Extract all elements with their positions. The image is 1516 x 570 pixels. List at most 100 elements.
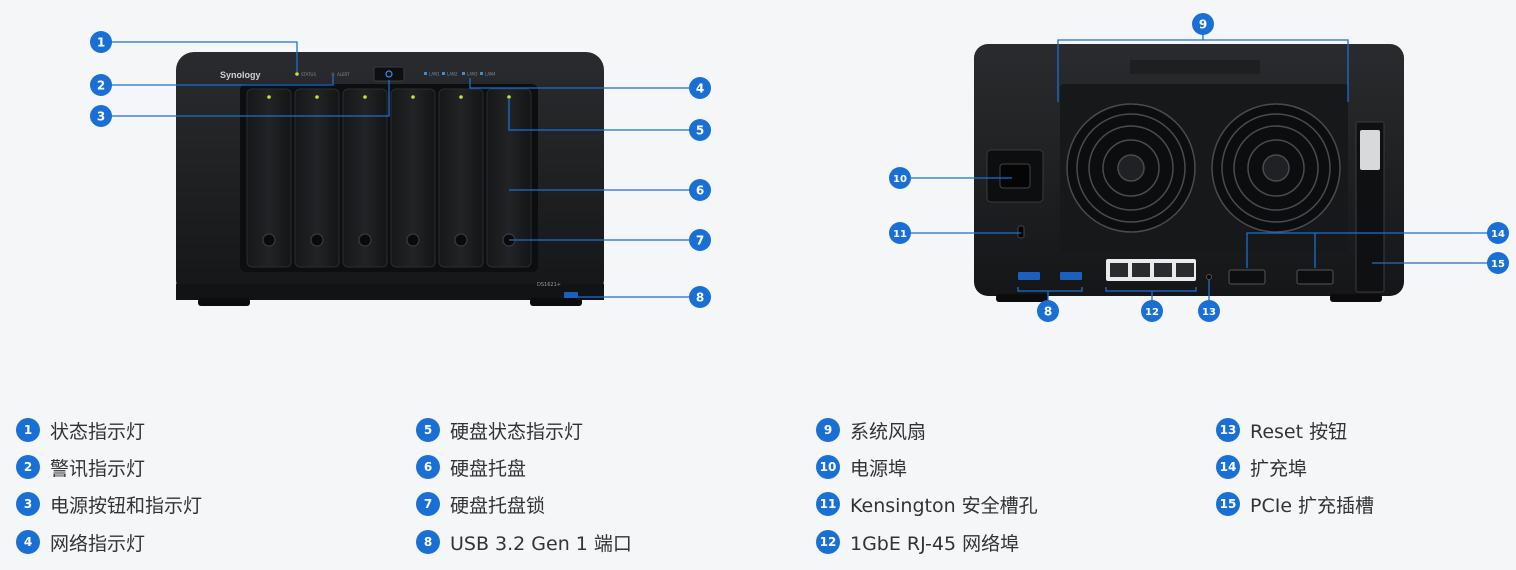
legend-item: 3 电源按钮和指示灯: [16, 491, 202, 517]
expansion-port-1: [1228, 269, 1266, 285]
legend-label: Kensington 安全槽孔: [850, 494, 1038, 517]
legend-item: 1 状态指示灯: [16, 417, 145, 443]
callout-14: 14: [1487, 222, 1509, 244]
legend-badge: 10: [816, 455, 840, 479]
callout-12: 12: [1141, 300, 1163, 322]
callout-7: 7: [689, 229, 711, 251]
nas-diagram: Synology STATUS ALERT LAN1 LAN2 LAN3 LAN…: [90, 13, 1509, 322]
legend-badge: 9: [816, 418, 840, 442]
svg-text:15: 15: [1491, 259, 1505, 270]
callout-8-rear: 8: [1037, 300, 1059, 322]
expansion-port-2: [1296, 269, 1334, 285]
callout-2: 2: [90, 74, 112, 96]
rear-usb-port-2: [1060, 272, 1082, 280]
front-view: Synology STATUS ALERT LAN1 LAN2 LAN3 LAN…: [176, 52, 604, 306]
legend-label: 警讯指示灯: [50, 457, 146, 480]
legend-label: PCIe 扩充插槽: [1250, 494, 1375, 517]
lan-ports: [1106, 259, 1196, 281]
legend-label: 硬盘状态指示灯: [450, 420, 584, 443]
legend-badge: 13: [1216, 418, 1240, 442]
lan4-label: LAN4: [485, 72, 496, 77]
callout-13: 13: [1198, 300, 1220, 322]
brand-logo: Synology: [220, 70, 261, 80]
callout-1: 1: [90, 31, 112, 53]
drive-trays: [246, 88, 532, 268]
legend-label: 系统风扇: [850, 420, 927, 443]
svg-text:14: 14: [1491, 229, 1505, 240]
legend-label: 硬盘托盘: [450, 457, 527, 480]
svg-text:12: 12: [1145, 307, 1159, 318]
callout-11: 11: [889, 222, 911, 244]
svg-text:4: 4: [696, 82, 704, 96]
power-button: [373, 66, 405, 82]
fan-left: [1066, 103, 1196, 233]
legend-item: 13 Reset 按钮: [1216, 417, 1347, 443]
status-led: [295, 72, 299, 76]
legend-label: 网络指示灯: [50, 532, 146, 555]
lan3-label: LAN3: [467, 72, 478, 77]
callout-lines: [101, 24, 1498, 311]
legend-item: 10 电源埠: [816, 454, 907, 480]
svg-text:7: 7: [696, 234, 704, 248]
legend-badge: 15: [1216, 492, 1240, 516]
legend-label: 电源埠: [850, 457, 908, 480]
lan2-label: LAN2: [447, 72, 458, 77]
legend-item: 6 硬盘托盘: [416, 454, 526, 480]
fan-right: [1211, 103, 1341, 233]
legend-badge: 1: [16, 418, 40, 442]
lan1-label: LAN1: [429, 72, 440, 77]
kensington-slot: [1017, 225, 1025, 239]
model-label: DS1621+: [537, 282, 561, 288]
svg-text:2: 2: [97, 79, 105, 93]
legend-badge: 8: [416, 530, 440, 554]
legend-item: 9 系统风扇: [816, 417, 926, 443]
callout-3: 3: [90, 105, 112, 127]
reset-button: [1206, 274, 1212, 280]
callout-6: 6: [689, 179, 711, 201]
legend-label: 扩充埠: [1250, 457, 1308, 480]
svg-text:11: 11: [893, 229, 907, 240]
callout-badges: 1 2 3 4 5 6 7 8 9 10 11 12 13 14 15 8: [90, 13, 1509, 322]
rear-foot-right: [1330, 294, 1382, 302]
alert-led-label: ALERT: [337, 72, 350, 77]
legend-badge: 6: [416, 455, 440, 479]
legend-label: 状态指示灯: [50, 420, 146, 443]
callout-5: 5: [689, 119, 711, 141]
legend-label: 电源按钮和指示灯: [50, 494, 203, 517]
legend-badge: 7: [416, 492, 440, 516]
svg-text:3: 3: [97, 110, 105, 124]
front-usb-port: [564, 292, 578, 298]
callout-8: 8: [689, 286, 711, 308]
legend-label: Reset 按钮: [1250, 420, 1348, 443]
legend-badge: 14: [1216, 455, 1240, 479]
legend-item: 7 硬盘托盘锁: [416, 491, 545, 517]
rear-view: [974, 44, 1404, 302]
front-foot-right: [530, 298, 582, 306]
callout-10: 10: [889, 167, 911, 189]
front-foot-left: [198, 298, 250, 306]
svg-text:1: 1: [97, 36, 105, 50]
svg-text:6: 6: [696, 184, 704, 198]
svg-text:8: 8: [1044, 305, 1052, 319]
legend-badge: 5: [416, 418, 440, 442]
power-icon: [385, 70, 393, 78]
legend-badge: 11: [816, 492, 840, 516]
svg-text:10: 10: [893, 174, 907, 185]
drive-leds: [267, 95, 511, 99]
tray-locks: [262, 233, 516, 247]
legend-item: 15 PCIe 扩充插槽: [1216, 491, 1374, 517]
svg-text:13: 13: [1202, 307, 1216, 318]
svg-text:8: 8: [696, 291, 704, 305]
lan-leds: LAN1 LAN2 LAN3 LAN4: [424, 72, 496, 77]
legend-item: 14 扩充埠: [1216, 454, 1307, 480]
legend-label: 硬盘托盘锁: [450, 494, 546, 517]
legend-badge: 3: [16, 492, 40, 516]
callout-15: 15: [1487, 252, 1509, 274]
rear-usb-port-1: [1018, 272, 1040, 280]
callout-4: 4: [689, 77, 711, 99]
status-led-label: STATUS: [301, 72, 316, 77]
legend-label: USB 3.2 Gen 1 端口: [450, 532, 632, 555]
